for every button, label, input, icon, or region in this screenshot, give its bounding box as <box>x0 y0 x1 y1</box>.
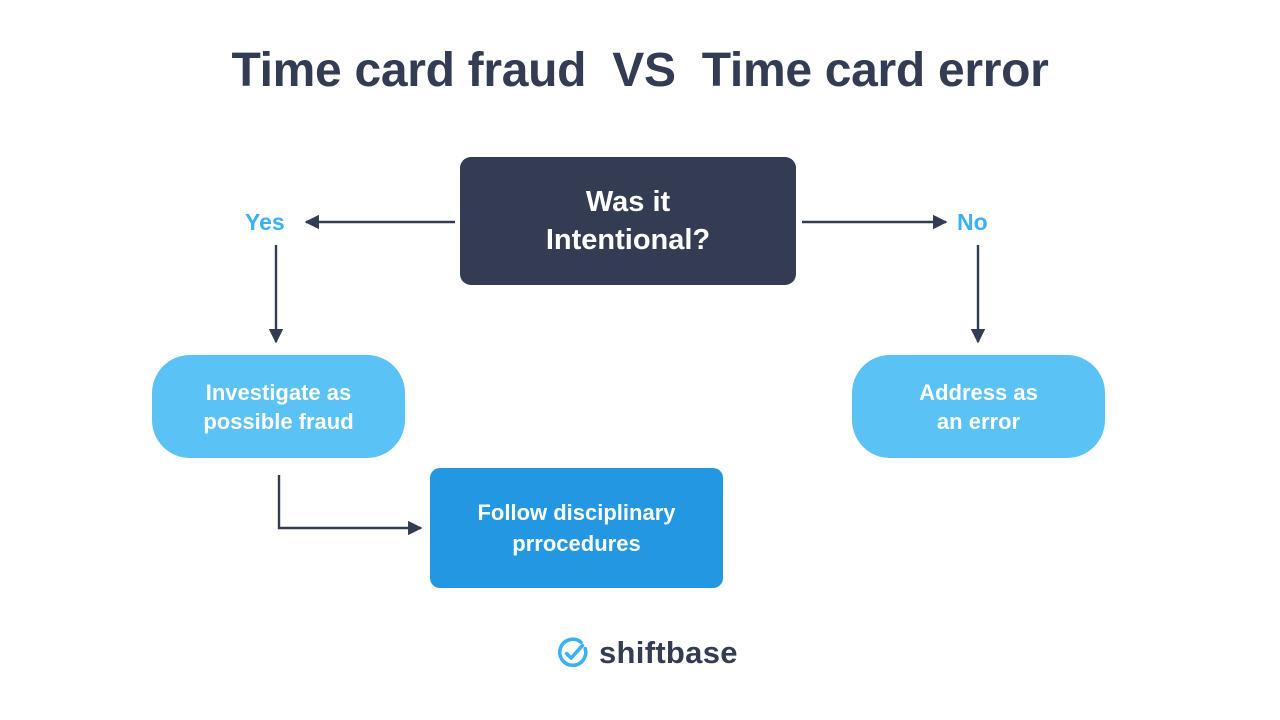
decision-node-was-it-intentional[interactable]: Was it Intentional? <box>460 157 796 285</box>
branch-label-yes: Yes <box>245 209 285 235</box>
connector-investigate-to-followup <box>277 475 423 536</box>
outcome-node-address-as-error[interactable]: Address as an error <box>852 355 1105 458</box>
check-circle-icon <box>557 637 588 668</box>
outcome-node-follow-disciplinary-procedures[interactable]: Follow disciplinary prrocedures <box>430 468 723 588</box>
outcome-node-investigate-possible-fraud[interactable]: Investigate as possible fraud <box>152 355 405 458</box>
shiftbase-logo: shiftbase <box>556 632 738 674</box>
branch-label-no: No <box>957 209 988 235</box>
page-title: Time card fraud VS Time card error <box>231 44 1049 97</box>
logo-wordmark: shiftbase <box>599 635 738 670</box>
